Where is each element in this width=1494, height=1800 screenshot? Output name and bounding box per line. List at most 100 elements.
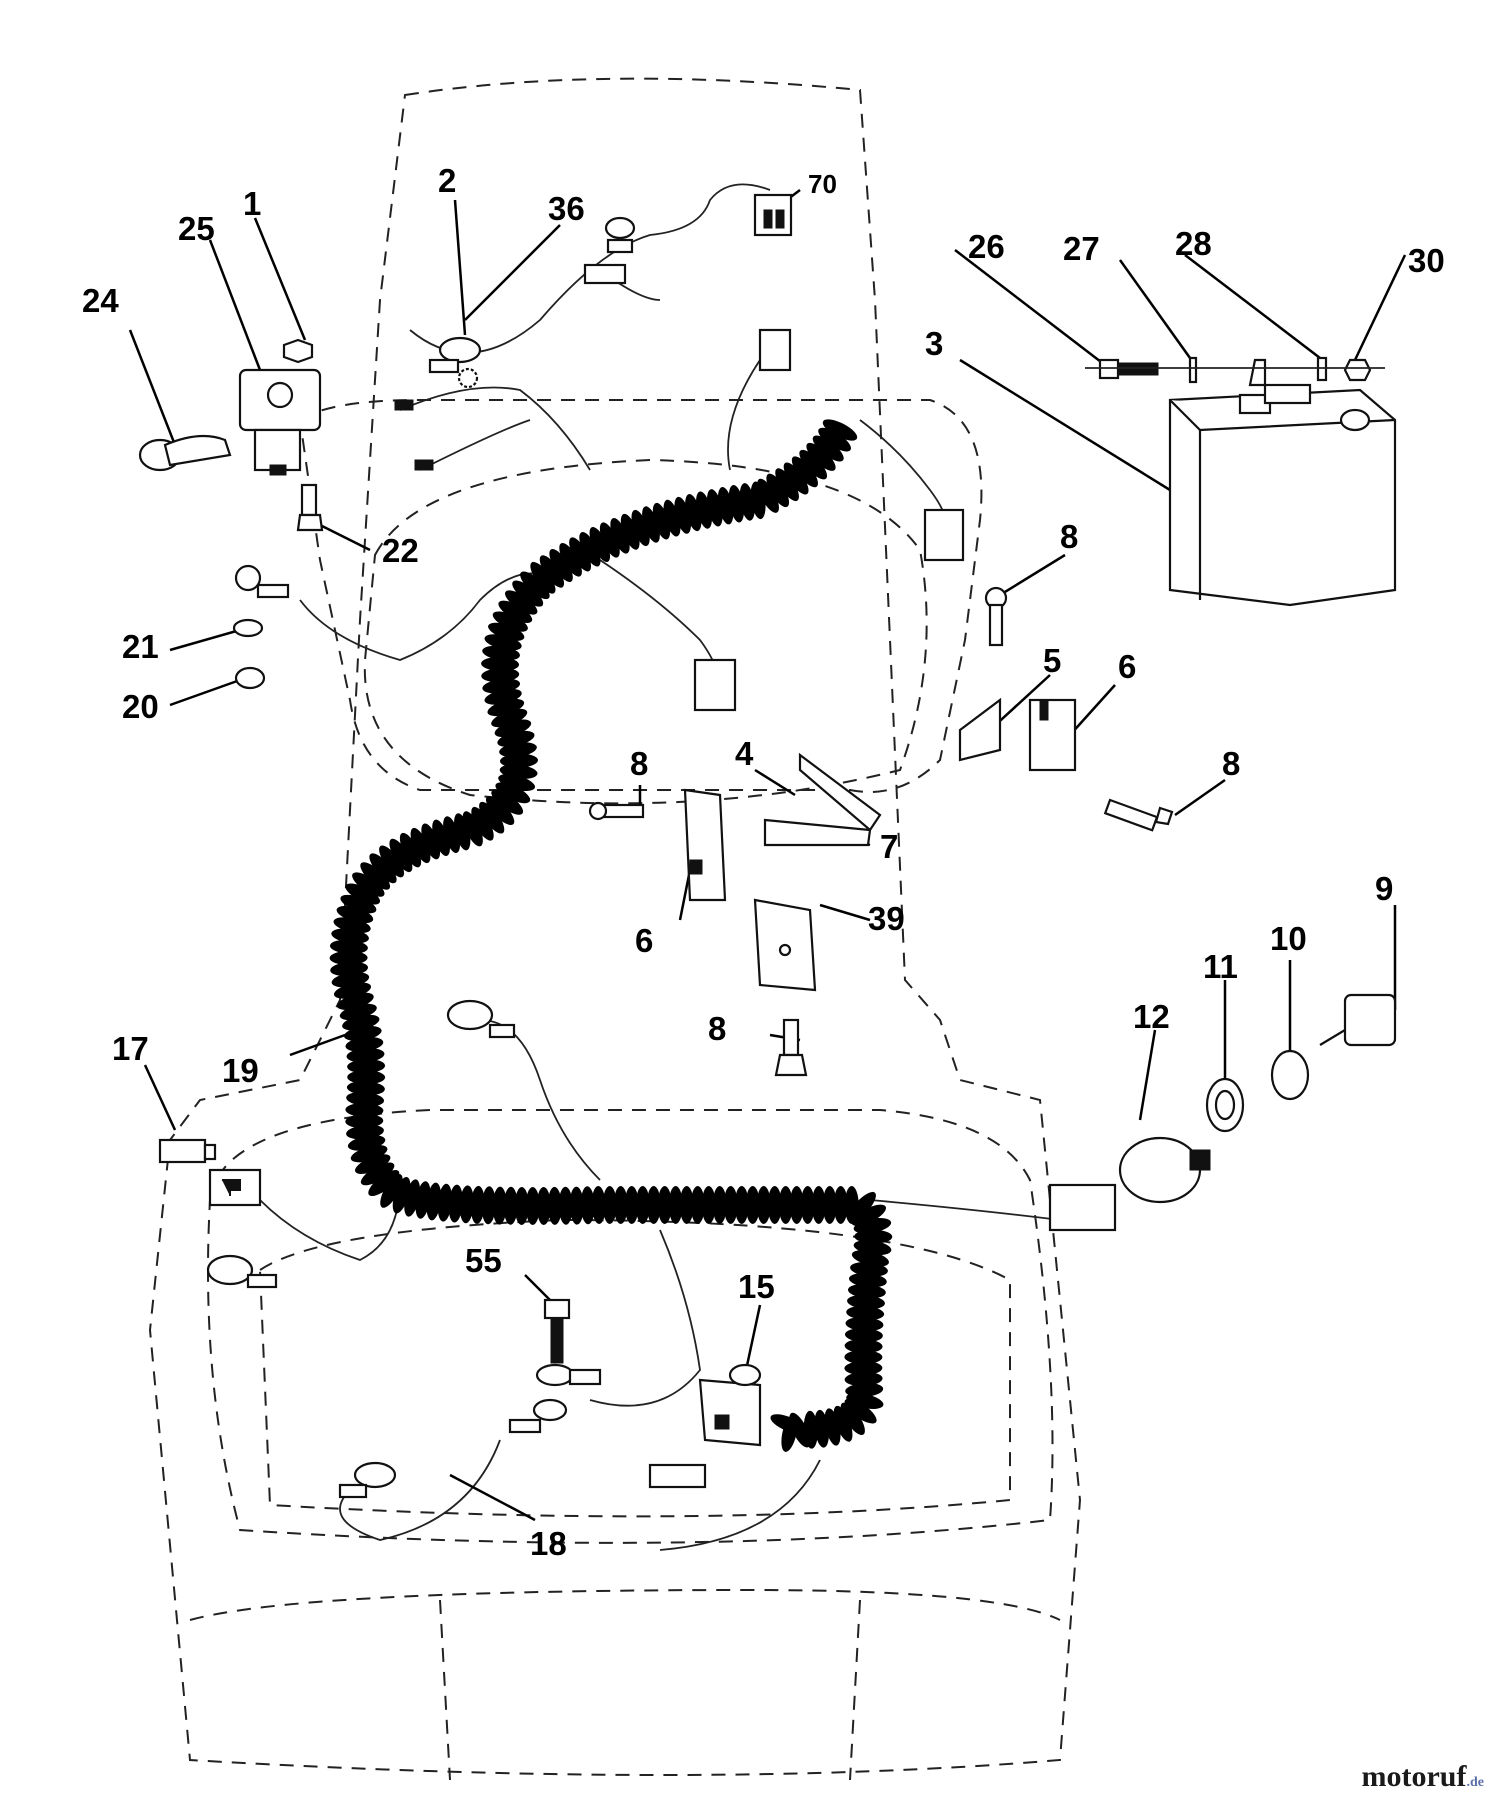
ring-terminal-bottom	[338, 1461, 397, 1499]
conduit-coil-segment	[368, 1169, 400, 1197]
callout-30: 30	[1408, 242, 1445, 279]
ring-terminal-wire	[604, 216, 636, 254]
conduit-coil-segment	[491, 789, 524, 815]
conduit-coil-segment	[471, 806, 494, 841]
conduit-coil-segment	[799, 449, 828, 480]
conduit-coil-segment	[500, 753, 538, 768]
conduit-coil-segment	[331, 928, 369, 944]
nut-11	[1205, 1077, 1245, 1133]
watermark-brand: motoruf	[1361, 1760, 1467, 1793]
conduit-coil-segment	[495, 782, 531, 804]
watermark-logo: motoruf.de	[1362, 1760, 1484, 1794]
hex-nut-1	[282, 338, 314, 364]
connector-70	[753, 193, 793, 237]
connector-center	[693, 658, 737, 712]
conduit-coil-segment	[329, 950, 368, 965]
callout-27: 27	[1063, 230, 1100, 267]
conduit-coil-segment	[854, 1229, 893, 1244]
conduit-coil-segment	[380, 1173, 403, 1208]
conduit-coil-segment	[847, 1294, 885, 1310]
conduit-coil-segment	[352, 872, 385, 897]
conduit-coil-segment	[525, 1187, 540, 1225]
conduit-coil-segment	[610, 518, 630, 554]
conduit-coil-segment	[482, 645, 520, 661]
conduit-coil-segment	[498, 600, 533, 623]
tractor-outline	[148, 77, 1082, 1781]
conduit-coil-segment	[437, 1183, 452, 1222]
screw-8-top-right	[984, 586, 1008, 647]
conduit-coil-segment	[569, 537, 592, 572]
conduit-coil-segment	[818, 427, 851, 452]
conduit-coil-segment	[756, 1186, 771, 1224]
spade-terminal-a	[394, 399, 414, 411]
conduit-coil-segment	[745, 1186, 760, 1224]
conduit-coil-segment	[624, 1186, 639, 1224]
callout-20: 20	[122, 688, 159, 725]
callout-5: 5	[1043, 642, 1061, 679]
conduit-coil-segment	[499, 742, 537, 758]
conduit-coil-segment	[399, 832, 422, 868]
conduit-coil-segment	[778, 1186, 793, 1224]
callout-6-right: 6	[1118, 648, 1136, 685]
conduit-coil-segment	[848, 1191, 876, 1222]
conduit-coil-segment	[536, 1187, 551, 1225]
conduit-coil-segment	[833, 1405, 853, 1442]
conduit-coil-segment	[646, 1186, 661, 1224]
callout-4: 4	[735, 735, 754, 772]
conduit-coil-segment	[345, 1103, 384, 1118]
callout-70: 70	[808, 169, 837, 199]
conduit-coil-segment	[657, 1186, 672, 1224]
ground-ring-upper	[535, 1363, 602, 1387]
conduit-coil-segment	[723, 1186, 738, 1224]
conduit-coil-segment	[503, 1186, 518, 1225]
conduit-coil-segment	[481, 657, 520, 672]
conduit-coil-segment	[547, 1186, 562, 1225]
bezel-10	[1270, 1049, 1310, 1101]
ring-terminal-top	[234, 564, 290, 599]
conduit-coil-segment	[757, 478, 779, 513]
conduit-coil-segment	[505, 590, 538, 615]
callout-19: 19	[222, 1052, 259, 1089]
conduit-coil-segment	[389, 838, 413, 873]
ring-terminal-lower-left	[206, 1254, 278, 1289]
screw-55	[543, 1298, 571, 1364]
screw-8-bottom	[774, 1018, 808, 1077]
conduit-coil-segment	[840, 1402, 865, 1436]
conduit-coil-segment	[432, 819, 450, 856]
conduit-coil-segment	[679, 1186, 694, 1224]
ignition-key-9	[1319, 993, 1397, 1047]
screw-8-right	[1103, 798, 1174, 832]
conduit-coil-segment	[336, 906, 374, 924]
ignition-solenoid	[238, 368, 322, 476]
nut-20	[234, 666, 266, 690]
conduit-coil-segment	[844, 1339, 883, 1354]
ignition-switch-12	[1118, 1136, 1211, 1204]
battery-nut-30	[1343, 358, 1372, 382]
conduit-coil-segment	[620, 513, 640, 550]
star-washer-36	[457, 367, 479, 389]
callout-11: 11	[1203, 948, 1238, 985]
callout-8-right: 8	[1222, 745, 1240, 782]
conduit-coil-segment	[485, 796, 515, 826]
leader-lines	[128, 189, 1407, 1522]
conduit-coil-segment	[833, 1186, 848, 1224]
conduit-coil-segment	[789, 1186, 804, 1224]
connector-right	[923, 508, 965, 562]
conduit-coil-segment	[806, 442, 836, 471]
conduit-coil-segment	[844, 1361, 883, 1376]
conduit-coil-segment	[569, 1186, 584, 1225]
ring-terminal-upper-center	[446, 999, 516, 1039]
conduit-coil-segment	[599, 522, 620, 558]
callout-8-bottom: 8	[708, 1010, 726, 1047]
callout-55: 55	[465, 1242, 502, 1279]
conduit-coil-segment	[847, 1284, 886, 1299]
callout-12: 12	[1133, 998, 1170, 1035]
callout-2: 2	[438, 162, 456, 199]
conduit-coil-segment	[443, 816, 461, 853]
conduit-coil-segment	[340, 894, 377, 914]
conduit-coil-segment	[345, 1114, 384, 1129]
conduit-coil-segment	[549, 548, 573, 583]
conduit-coil-segment	[690, 1186, 705, 1224]
conduit-coil-segment	[811, 1186, 826, 1224]
callout-6-center: 6	[635, 922, 653, 959]
